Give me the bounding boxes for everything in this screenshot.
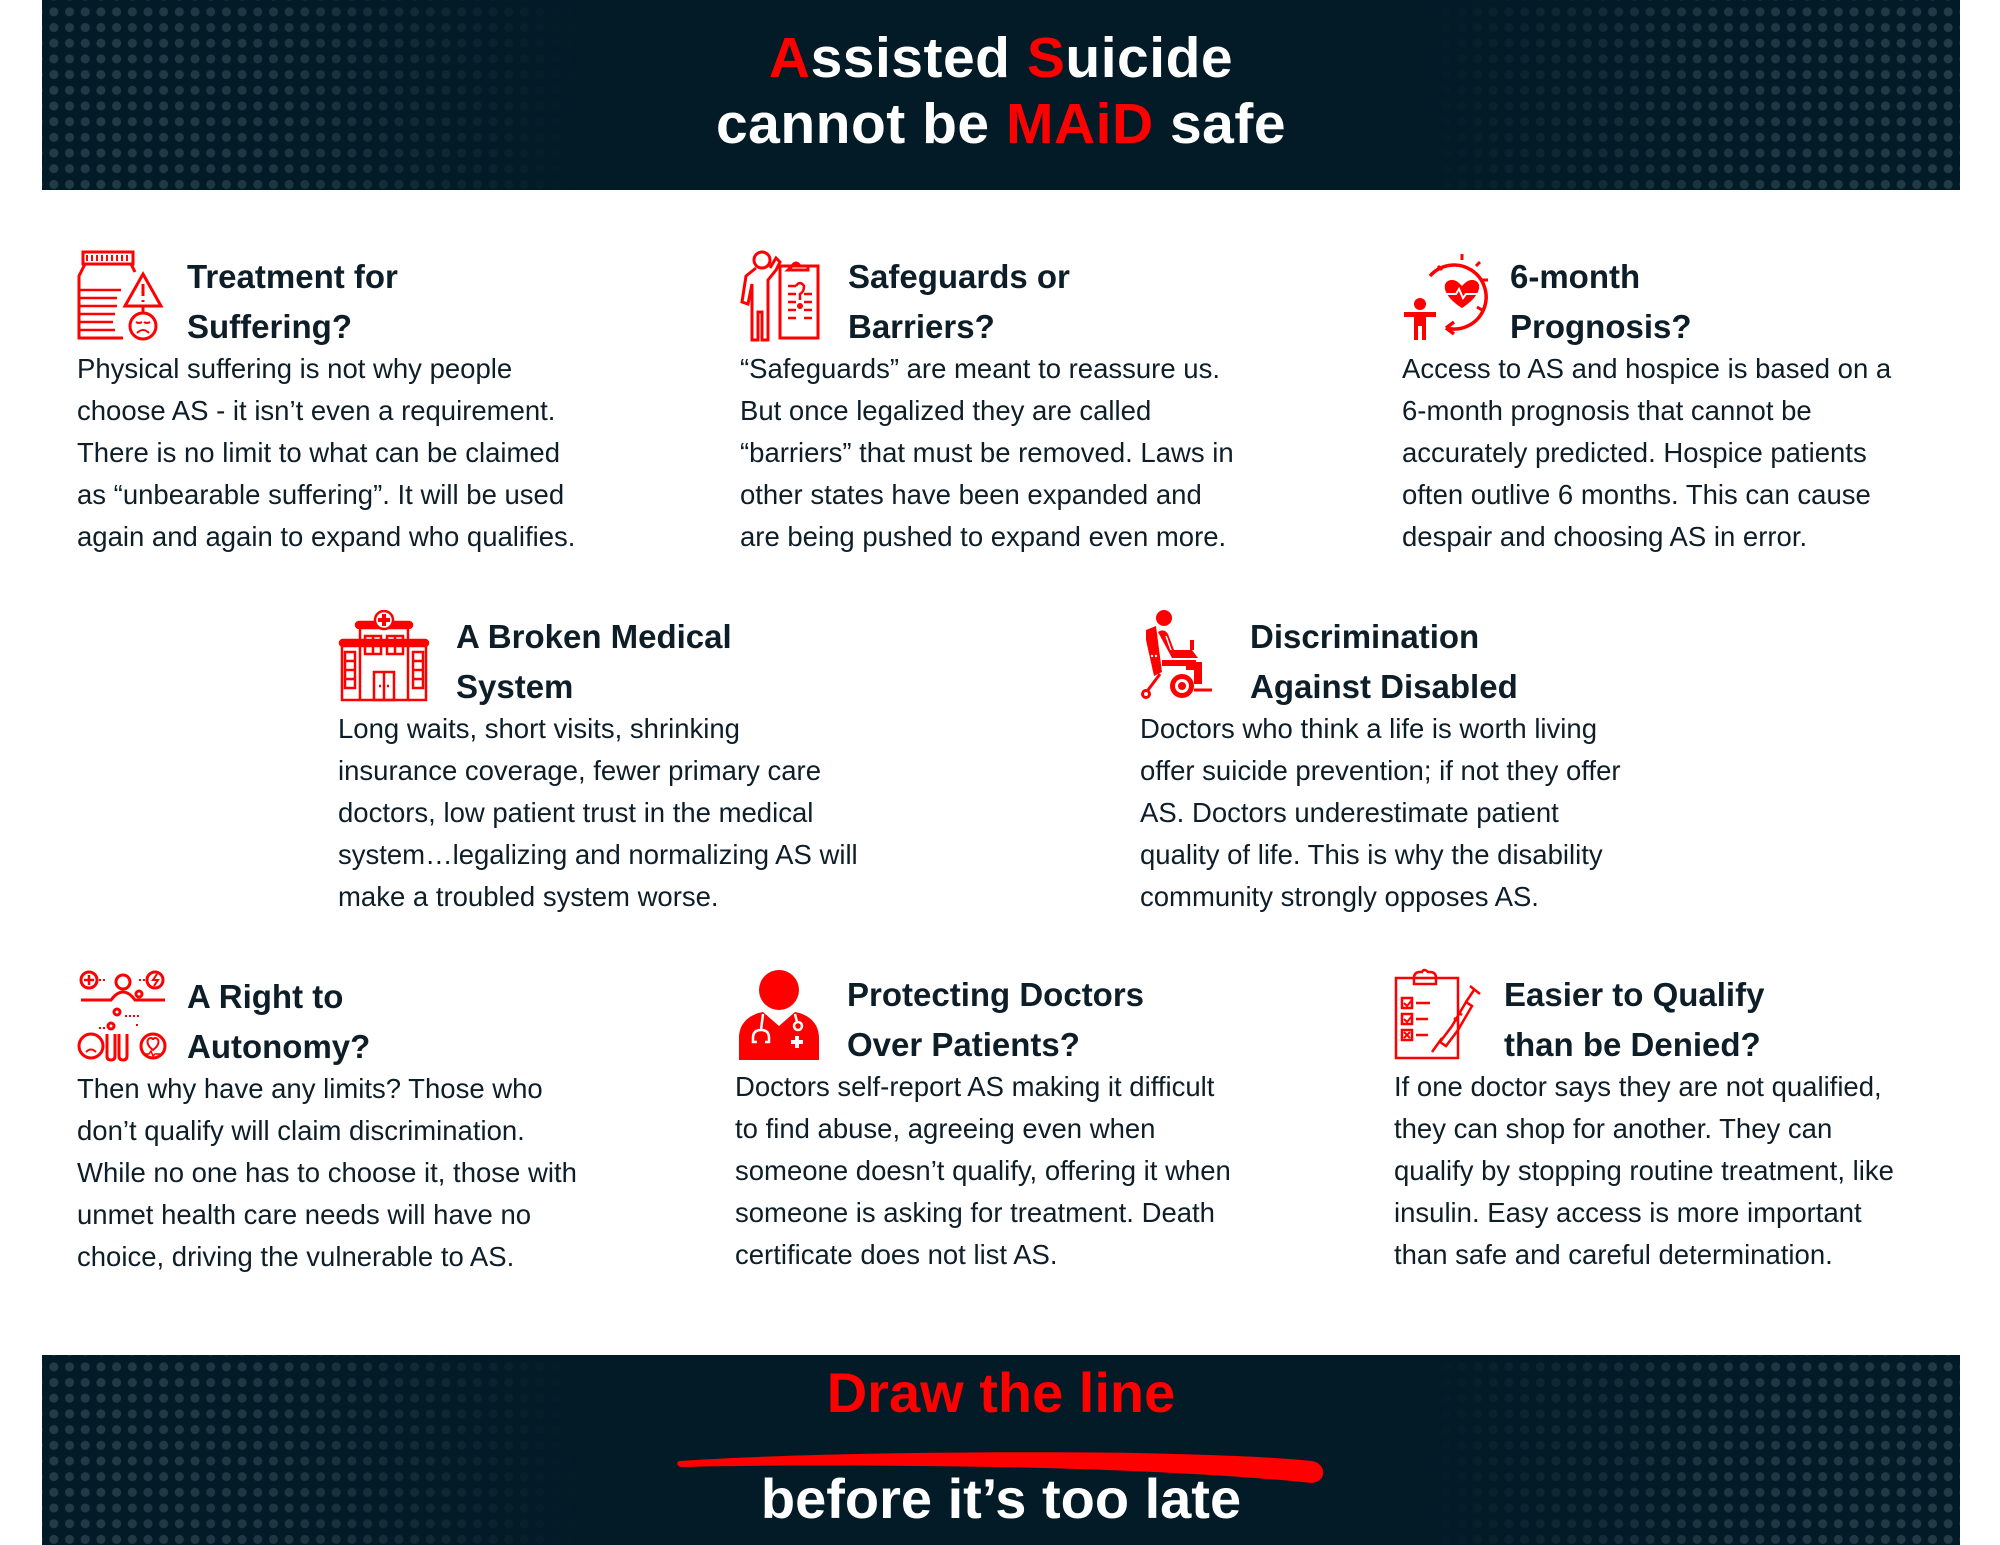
card-body: Doctors self-report AS making it difficu…: [735, 1071, 1231, 1270]
card-body: Long waits, short visits, shrinking insu…: [338, 713, 858, 912]
card-heading: Protecting Doctors Over Patients?: [847, 976, 1145, 1063]
card-heading: Safeguards or Barriers?: [848, 258, 1070, 345]
person-heart-clock-icon: [1402, 250, 1494, 342]
card-heading: Easier to Qualify than be Denied?: [1504, 976, 1765, 1063]
dot-pattern-right: [1420, 1355, 1960, 1545]
card-heading: Discrimination Against Disabled: [1250, 618, 1518, 705]
card-body: Then why have any limits? Those who don’…: [77, 1073, 577, 1272]
dot-pattern-right: [1420, 0, 1960, 190]
card-heading: Treatment for Suffering?: [187, 258, 398, 345]
dot-pattern-left: [42, 0, 582, 190]
page-title-line1: Assisted Suicide: [768, 26, 1234, 90]
card-heading: A Broken Medical System: [456, 618, 732, 705]
doctor-stethoscope-icon: [735, 968, 827, 1060]
card-body: “Safeguards” are meant to reassure us. B…: [740, 353, 1234, 552]
footer-tagline-before-too-late: before it’s too late: [760, 1467, 1242, 1530]
autonomy-choices-icon: [77, 970, 169, 1062]
red-underline-swoosh-icon: [677, 1452, 1324, 1483]
wheelchair-icon: [1140, 610, 1232, 702]
card-heading: 6-month Prognosis?: [1510, 258, 1692, 345]
footer-banner: Draw the line before it’s too late: [42, 1355, 1960, 1545]
card-heading: A Right to Autonomy?: [187, 978, 371, 1065]
dot-pattern-left: [42, 1355, 582, 1545]
card-body: Access to AS and hospice is based on a 6…: [1402, 353, 1892, 552]
footer-tagline-draw-the-line: Draw the line: [826, 1361, 1176, 1424]
card-body: Doctors who think a life is worth living…: [1140, 713, 1621, 912]
medicine-bottle-warning-icon: [77, 250, 169, 342]
checklist-syringe-icon: [1394, 968, 1486, 1060]
card-body: Physical suffering is not why people cho…: [77, 353, 576, 552]
person-clipboard-question-icon: [740, 250, 832, 342]
hospital-icon: [338, 610, 430, 702]
card-body: If one doctor says they are not qualifie…: [1394, 1071, 1894, 1270]
page-title-line2: cannot be MAiD safe: [715, 92, 1287, 156]
header-banner: Assisted Suicide cannot be MAiD safe: [42, 0, 1960, 190]
